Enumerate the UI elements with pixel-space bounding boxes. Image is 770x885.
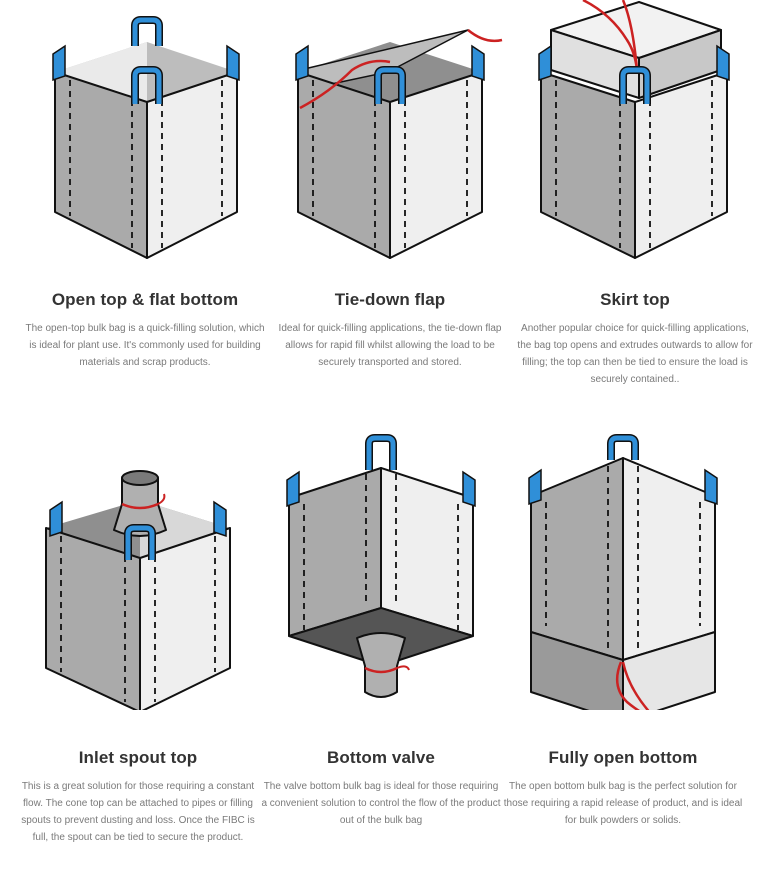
bag-text-fully-open-bottom: Fully open bottom The open bottom bulk b… xyxy=(503,748,743,829)
open-top-bag-illustration xyxy=(52,16,240,259)
bag-text-bottom-valve: Bottom valve The valve bottom bulk bag i… xyxy=(261,748,501,829)
skirt-top-bag-illustration xyxy=(538,0,730,259)
bag-card-inlet-spout xyxy=(18,430,258,710)
bag-text-skirt-top: Skirt top Another popular choice for qui… xyxy=(515,290,755,388)
tie-down-flap-bag-illustration xyxy=(295,29,503,259)
bag-title: Bottom valve xyxy=(327,748,435,767)
bag-card-open-top xyxy=(25,0,265,270)
bag-text-open-top: Open top & flat bottom The open-top bulk… xyxy=(25,290,265,371)
bag-card-fully-open-bottom xyxy=(503,430,743,710)
bag-card-bottom-valve xyxy=(261,430,501,710)
bag-title: Open top & flat bottom xyxy=(51,290,239,309)
bag-description: This is a great solution for those requi… xyxy=(21,781,255,843)
bag-card-skirt-top xyxy=(515,0,755,270)
fully-open-bottom-bag-illustration xyxy=(528,434,718,710)
bag-description: Ideal for quick-filling applications, th… xyxy=(278,323,502,368)
bag-title: Skirt top xyxy=(600,290,670,309)
bottom-valve-bag-illustration xyxy=(286,434,476,698)
bag-text-tie-down-flap: Tie-down flap Ideal for quick-filling ap… xyxy=(270,290,510,371)
bag-card-tie-down-flap xyxy=(270,0,510,270)
inlet-spout-bag-illustration xyxy=(45,470,231,710)
bag-description: Another popular choice for quick-filling… xyxy=(517,323,753,385)
bag-description: The open-top bulk bag is a quick-filling… xyxy=(25,323,265,368)
bag-text-inlet-spout: Inlet spout top This is a great solution… xyxy=(18,748,258,846)
bag-title: Tie-down flap xyxy=(334,290,446,309)
bag-description: The open bottom bulk bag is the perfect … xyxy=(503,781,743,826)
bag-title: Inlet spout top xyxy=(78,748,198,767)
bag-description: The valve bottom bulk bag is ideal for t… xyxy=(261,781,501,826)
bag-title: Fully open bottom xyxy=(548,748,698,767)
